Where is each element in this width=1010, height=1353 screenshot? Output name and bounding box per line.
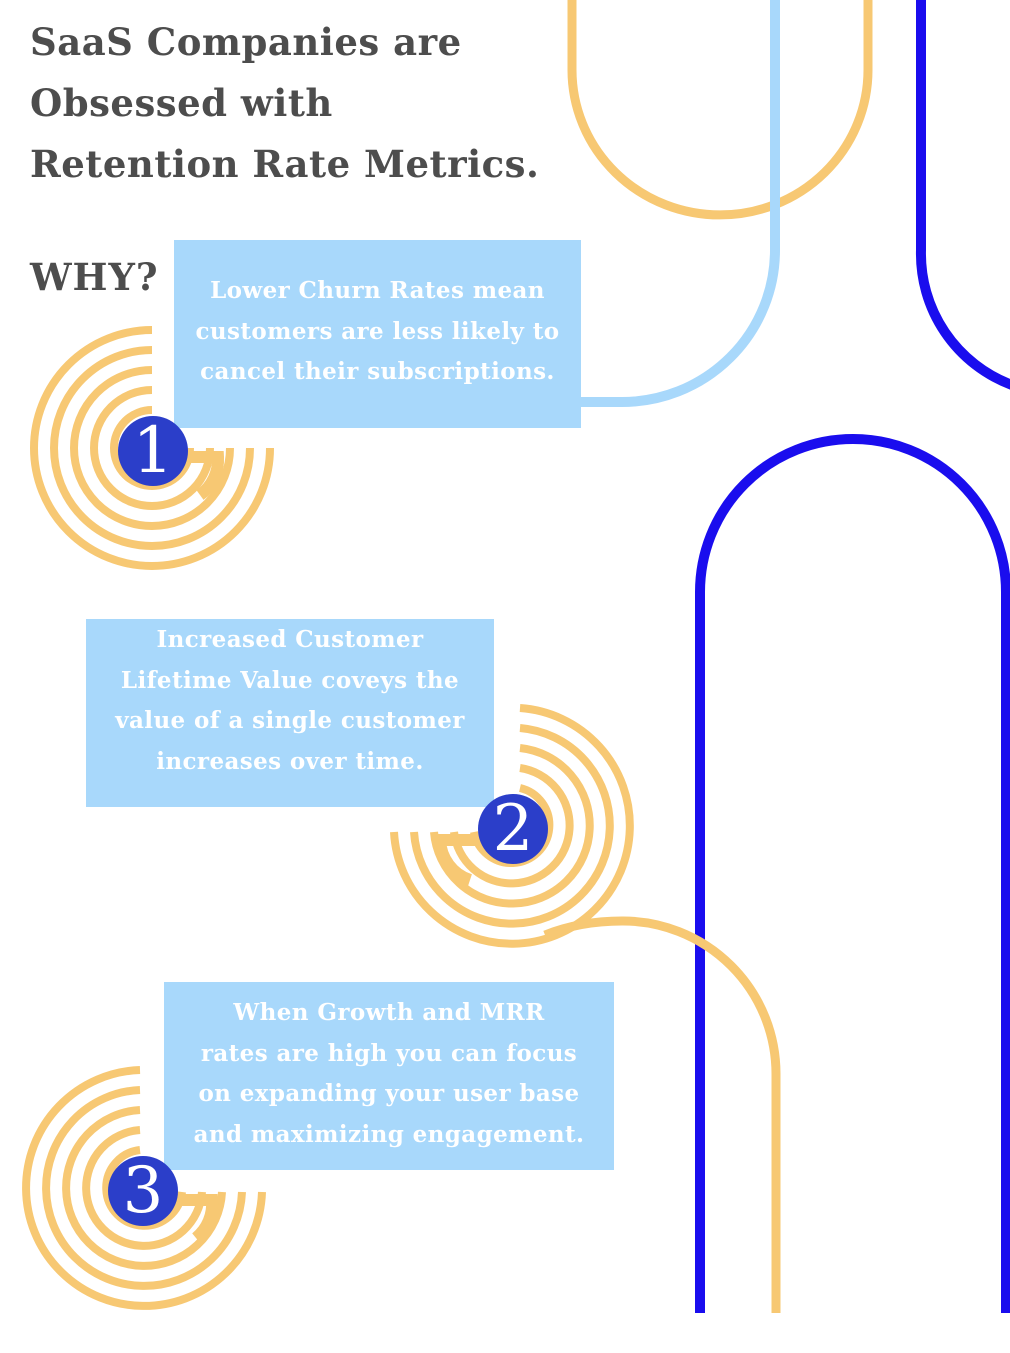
point-3-text-line: When Growth and MRR [233,999,545,1026]
point-2-text-line: increases over time. [156,747,424,775]
spiral-2 [390,704,634,948]
number-badge-1: 1 [118,416,188,486]
point-1-box: Lower Churn Rates mean customers are les… [174,240,581,428]
title-line: SaaS Companies are [30,20,462,64]
point-1-text-line: Lower Churn Rates mean [210,277,545,304]
decor-blue-curve-top [915,0,1010,390]
point-2-box: Increased Customer Lifetime Value coveys… [86,619,494,807]
spiral-1 [30,326,274,570]
point-3-text-line: and maximizing engagement. [193,1120,585,1148]
title-line: Retention Rate Metrics. [30,142,540,186]
decor-lightblue-curve [560,0,780,407]
why-heading: WHY? [30,255,159,299]
point-2-text-line: Lifetime Value coveys the [120,666,460,694]
number-badge-2: 2 [478,794,548,864]
point-3-box: When Growth and MRR rates are high you c… [164,982,614,1170]
number-badge-3: 3 [108,1156,178,1226]
point-2-text-line: value of a single customer [115,707,465,734]
point-3-text-line: on expanding your user base [198,1080,580,1107]
title-line: Obsessed with [30,81,333,125]
point-3-text-line: rates are high you can focus [200,1039,578,1067]
page-title: SaaS Companies are Obsessed with Retenti… [30,12,590,195]
decor-yellow-curve-bottom [543,916,781,1313]
point-1-text-line: cancel their subscriptions. [200,358,555,385]
decor-yellow-arc-top [567,0,873,220]
decor-blue-arch [695,434,1010,1313]
point-1-text-line: customers are less likely to [195,317,560,345]
point-2-text-line: Increased Customer [156,626,424,653]
